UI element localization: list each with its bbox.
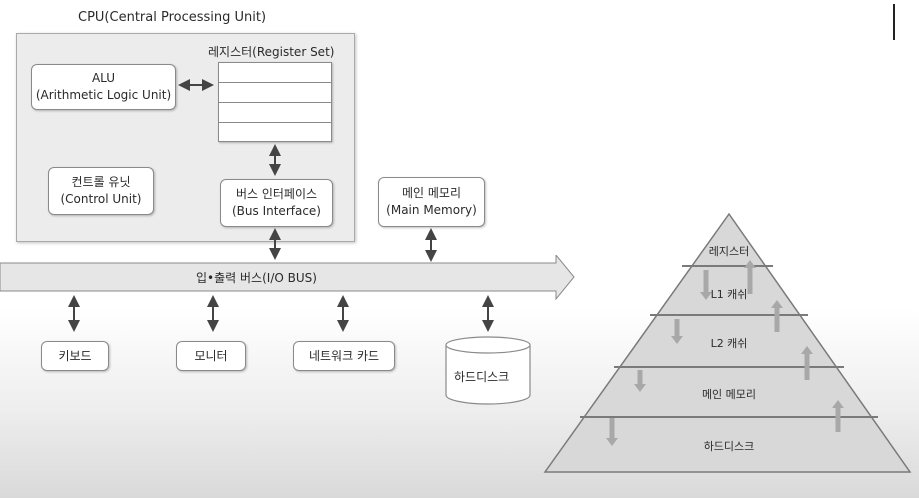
main-memory-title: 메인 메모리: [401, 186, 461, 200]
alu-title: ALU: [91, 71, 116, 85]
control-unit-title: 컨트롤 유닛: [71, 175, 131, 189]
io-bus-arrow: [0, 255, 575, 301]
network-card-box: 네트워크 카드: [293, 341, 395, 371]
keyboard-box: 키보드: [41, 341, 109, 371]
keyboard-label: 키보드: [58, 348, 92, 363]
hard-disk-label: 하드디스크: [454, 370, 510, 384]
alu-box: ALU (Arithmetic Logic Unit): [31, 64, 176, 110]
alu-subtitle: (Arithmetic Logic Unit): [35, 88, 172, 102]
cylinder-body: [445, 345, 531, 405]
hard-disk-cylinder: [445, 336, 531, 405]
network-card-label: 네트워크 카드: [308, 348, 380, 363]
text-cursor: [893, 4, 895, 40]
register-row: [219, 63, 331, 83]
pyramid-level-label: 하드디스크: [704, 439, 755, 453]
bus-interface-title: 버스 인터페이스: [235, 187, 318, 201]
memory-pyramid: 레지스터 L1 캐쉬 L2 캐쉬 메인 메모리 하드디스크: [543, 212, 912, 473]
pyramid-level-label: L1 캐쉬: [711, 288, 748, 301]
bus-interface-subtitle: (Bus Interface): [232, 204, 321, 218]
cylinder-top: [445, 336, 531, 354]
main-memory-box: 메인 메모리 (Main Memory): [378, 177, 485, 227]
register-set: [218, 62, 332, 142]
register-row: [219, 103, 331, 123]
pyramid-level-label: L2 캐쉬: [711, 337, 748, 350]
pyramid-level-label: 레지스터: [709, 245, 749, 258]
monitor-box: 모니터: [176, 341, 246, 371]
pyramid-level-label: 메인 메모리: [702, 388, 756, 401]
control-unit-subtitle: (Control Unit): [60, 192, 142, 206]
main-memory-subtitle: (Main Memory): [386, 203, 477, 217]
io-bus-shape: [0, 255, 575, 301]
bus-interface-box: 버스 인터페이스 (Bus Interface): [220, 179, 333, 227]
monitor-label: 모니터: [194, 348, 228, 363]
io-bus-label: 입•출력 버스(I/O BUS): [196, 271, 317, 285]
control-unit-box: 컨트롤 유닛 (Control Unit): [48, 167, 154, 215]
pyramid-body: [543, 212, 912, 473]
connectors: [68, 79, 494, 332]
cpu-title: CPU(Central Processing Unit): [78, 10, 267, 25]
register-row: [219, 83, 331, 103]
register-set-label: 레지스터(Register Set): [208, 45, 335, 59]
